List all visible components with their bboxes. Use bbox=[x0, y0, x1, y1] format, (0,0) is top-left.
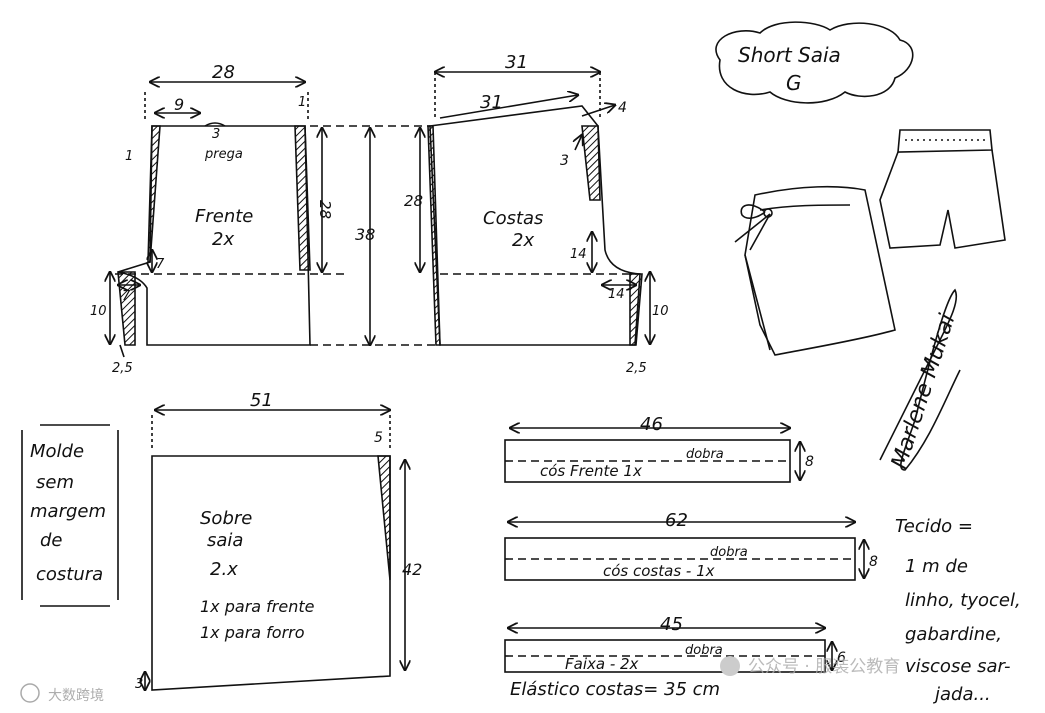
back-width-top: 31 bbox=[505, 52, 528, 73]
overskirt-l3: 2.x bbox=[210, 559, 238, 580]
note-line1: Molde bbox=[30, 441, 84, 462]
title-cloud bbox=[715, 21, 914, 104]
band-back-fold: dobra bbox=[710, 545, 748, 560]
title-line1: Short Saia bbox=[738, 43, 841, 67]
front-crotch-w: 7 bbox=[122, 289, 131, 304]
watermark-wechat-icon bbox=[720, 656, 740, 676]
fabric-l4: gabardine, bbox=[905, 624, 1002, 645]
fabric-l5: viscose sar- bbox=[905, 656, 1010, 677]
band-front-label: cós Frente 1x bbox=[540, 462, 642, 480]
note-line2: sem bbox=[36, 472, 74, 493]
front-pleat-label: prega bbox=[204, 147, 243, 162]
overskirt-l5: 1x para forro bbox=[200, 623, 305, 642]
band-front-length: 46 bbox=[640, 414, 663, 435]
band-front-height: 8 bbox=[805, 454, 814, 470]
band-front-fold: dobra bbox=[686, 447, 724, 462]
note-line3: margem bbox=[30, 501, 106, 522]
back-name: Costas bbox=[483, 208, 543, 229]
band-back bbox=[504, 522, 864, 581]
front-right-hatch bbox=[294, 125, 311, 271]
title-line2: G bbox=[786, 71, 802, 95]
overskirt-height: 42 bbox=[402, 560, 422, 579]
band-front bbox=[504, 428, 800, 483]
front-crotch-hatch bbox=[117, 271, 136, 346]
front-corner-left: 1 bbox=[125, 149, 133, 164]
front-qty: 2x bbox=[212, 229, 234, 250]
overskirt-bottom: 3 bbox=[135, 677, 143, 692]
back-dart-hatch bbox=[581, 125, 601, 201]
fabric-l2: 1 m de bbox=[905, 556, 968, 577]
back-height: 28 bbox=[404, 192, 423, 210]
band-sash-fold: dobra bbox=[685, 643, 723, 658]
front-pleat-value: 3 bbox=[212, 127, 220, 142]
back-left-hatch bbox=[427, 125, 441, 346]
signature-scribble bbox=[879, 288, 961, 471]
back-piece bbox=[420, 72, 650, 346]
back-raise: 4 bbox=[618, 100, 627, 116]
fabric-l3: linho, tyocel, bbox=[905, 590, 1021, 611]
watermark-left: 大数跨境 bbox=[48, 688, 104, 704]
watermark-logo-icon bbox=[20, 683, 40, 703]
total-height: 38 bbox=[355, 225, 375, 244]
band-back-length: 62 bbox=[665, 510, 688, 531]
note-line4: de bbox=[40, 530, 63, 551]
overskirt-l4: 1x para frente bbox=[200, 597, 315, 616]
band-sash-height: 6 bbox=[837, 650, 846, 666]
front-height: 28 bbox=[316, 200, 334, 219]
back-dart: 3 bbox=[560, 153, 569, 169]
overskirt-corner: 5 bbox=[374, 430, 383, 446]
overskirt-hatch bbox=[377, 455, 391, 581]
skirt-sketch bbox=[734, 185, 896, 356]
band-back-height: 8 bbox=[869, 554, 878, 570]
overskirt-l2: saia bbox=[207, 530, 243, 551]
back-crotch-h: 14 bbox=[570, 247, 587, 262]
band-sash-label: Faixa - 2x bbox=[565, 655, 639, 673]
elastic-note: Elástico costas= 35 cm bbox=[510, 679, 720, 700]
back-leg: 10 bbox=[652, 304, 669, 319]
band-back-label: cós costas - 1x bbox=[603, 562, 715, 580]
front-crotch-h: 7 bbox=[156, 257, 165, 272]
front-corner-right: 1 bbox=[298, 95, 306, 110]
shorts-sketch bbox=[879, 129, 1006, 249]
back-crotch-w: 14 bbox=[608, 287, 625, 302]
front-name: Frente bbox=[195, 206, 253, 227]
band-sash-length: 45 bbox=[660, 614, 683, 635]
watermark-right: 公众号 · 服装公教育 bbox=[748, 657, 900, 677]
front-width-top: 28 bbox=[212, 62, 235, 83]
back-hem: 2,5 bbox=[626, 361, 647, 376]
fabric-l6: jada... bbox=[932, 684, 991, 705]
front-piece bbox=[110, 82, 345, 358]
overskirt-l1: Sobre bbox=[200, 508, 252, 529]
note-line5: costura bbox=[36, 564, 103, 585]
band-sash bbox=[504, 628, 832, 673]
overskirt-piece bbox=[145, 410, 405, 690]
fabric-l1: Tecido = bbox=[895, 516, 973, 537]
back-qty: 2x bbox=[512, 230, 534, 251]
note-box bbox=[21, 424, 119, 607]
front-left-hatch bbox=[147, 125, 161, 263]
front-hem: 2,5 bbox=[112, 361, 133, 376]
front-leg: 10 bbox=[90, 304, 107, 319]
back-slant-top: 31 bbox=[480, 92, 503, 113]
front-offset: 9 bbox=[174, 95, 184, 114]
overskirt-width: 51 bbox=[250, 390, 273, 411]
